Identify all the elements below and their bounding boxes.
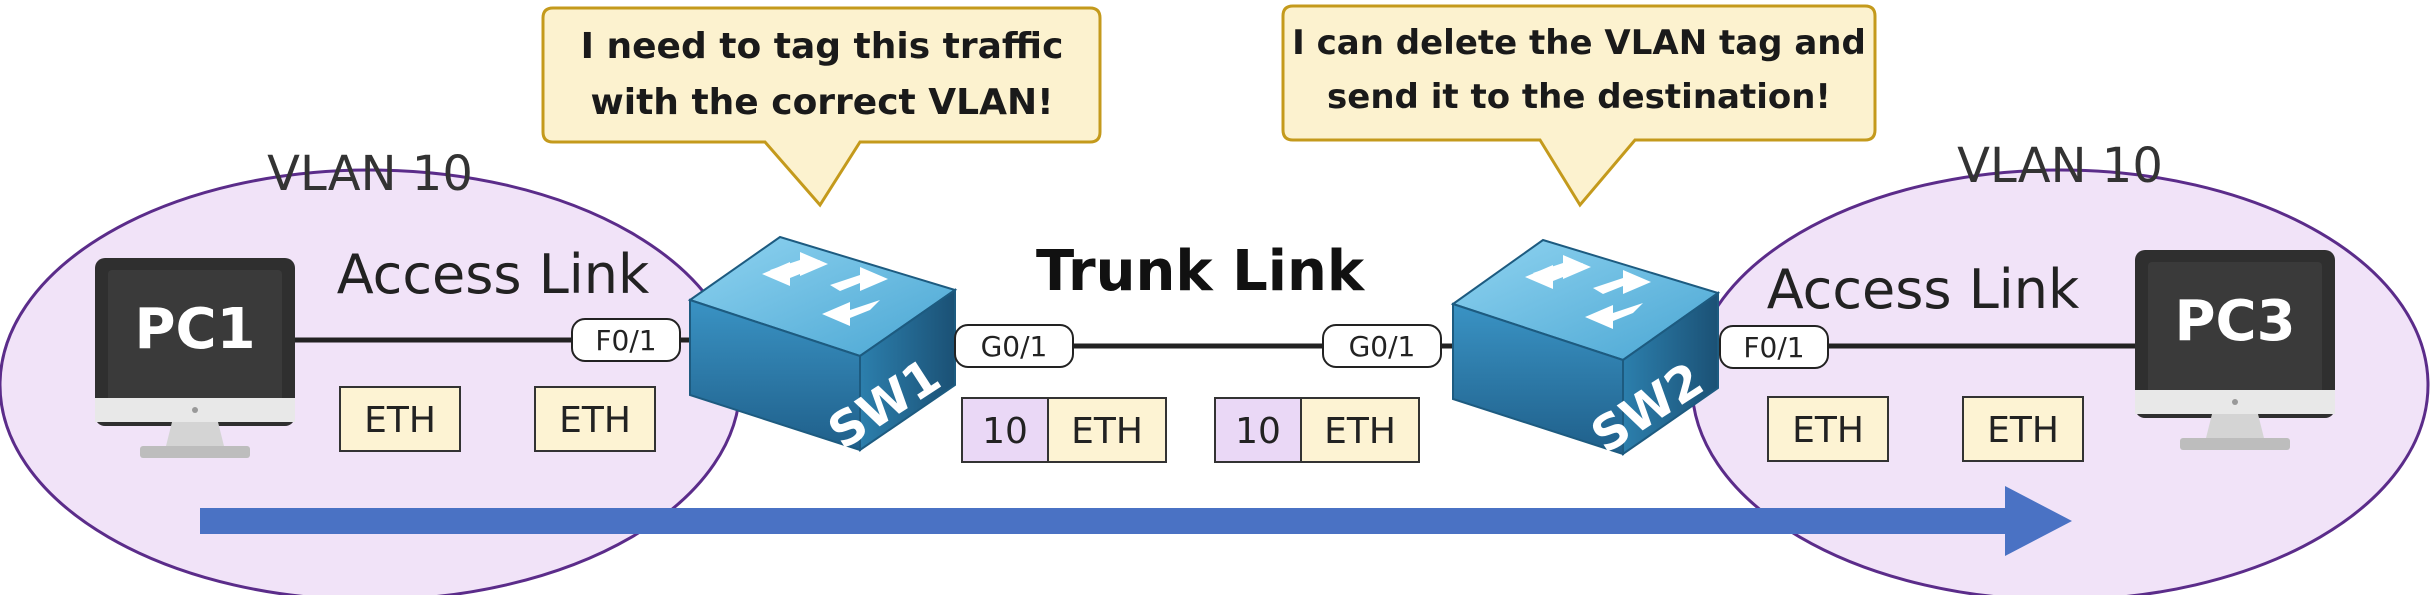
switch-icon[interactable]: SW2 (1450, 238, 1721, 465)
port-label: G0/1 (1322, 324, 1442, 368)
computer-icon[interactable]: PC3 (2135, 250, 2335, 450)
svg-text:G0/1: G0/1 (981, 330, 1048, 363)
callout-left: I need to tag this traffic with the corr… (541, 6, 1102, 208)
vlan-label-left: VLAN 10 (267, 146, 473, 202)
callout-left-line1: I need to tag this traffic (581, 26, 1064, 67)
svg-text:G0/1: G0/1 (1349, 330, 1416, 363)
frame-tagged: 10 ETH (961, 397, 1167, 463)
svg-text:10: 10 (982, 411, 1028, 452)
svg-text:ETH: ETH (1071, 411, 1143, 452)
switch-icon[interactable]: SW1 (687, 235, 958, 461)
frame-eth: ETH (534, 386, 656, 452)
port-label: F0/1 (1719, 325, 1829, 369)
svg-text:F0/1: F0/1 (1743, 331, 1804, 364)
svg-text:ETH: ETH (1792, 410, 1864, 451)
frame-eth: ETH (1962, 396, 2084, 462)
arrow-right-icon (200, 486, 2072, 556)
port-label: G0/1 (954, 324, 1074, 368)
svg-text:ETH: ETH (559, 400, 631, 441)
callout-right: I can delete the VLAN tag and send it to… (1281, 4, 1877, 208)
frame-tagged: 10 ETH (1214, 397, 1420, 463)
callout-left-line2: with the correct VLAN! (590, 82, 1053, 123)
computer-icon[interactable]: PC1 (95, 258, 295, 458)
svg-text:10: 10 (1235, 411, 1281, 452)
pc-label-left: PC1 (134, 297, 255, 362)
frame-eth: ETH (1767, 396, 1889, 462)
svg-text:ETH: ETH (1987, 410, 2059, 451)
access-link-label-right: Access Link (1767, 258, 2080, 321)
vlan-label-right: VLAN 10 (1957, 138, 2163, 194)
port-label: F0/1 (571, 318, 681, 362)
svg-text:ETH: ETH (364, 400, 436, 441)
callout-right-line2: send it to the destination! (1327, 77, 1831, 117)
svg-text:F0/1: F0/1 (595, 324, 656, 357)
callout-right-line1: I can delete the VLAN tag and (1292, 23, 1866, 63)
pc-label-right: PC3 (2174, 289, 2295, 354)
trunk-link-label: Trunk Link (1036, 239, 1366, 304)
access-link-label-left: Access Link (337, 243, 650, 306)
frame-eth: ETH (339, 386, 461, 452)
svg-text:ETH: ETH (1324, 411, 1396, 452)
